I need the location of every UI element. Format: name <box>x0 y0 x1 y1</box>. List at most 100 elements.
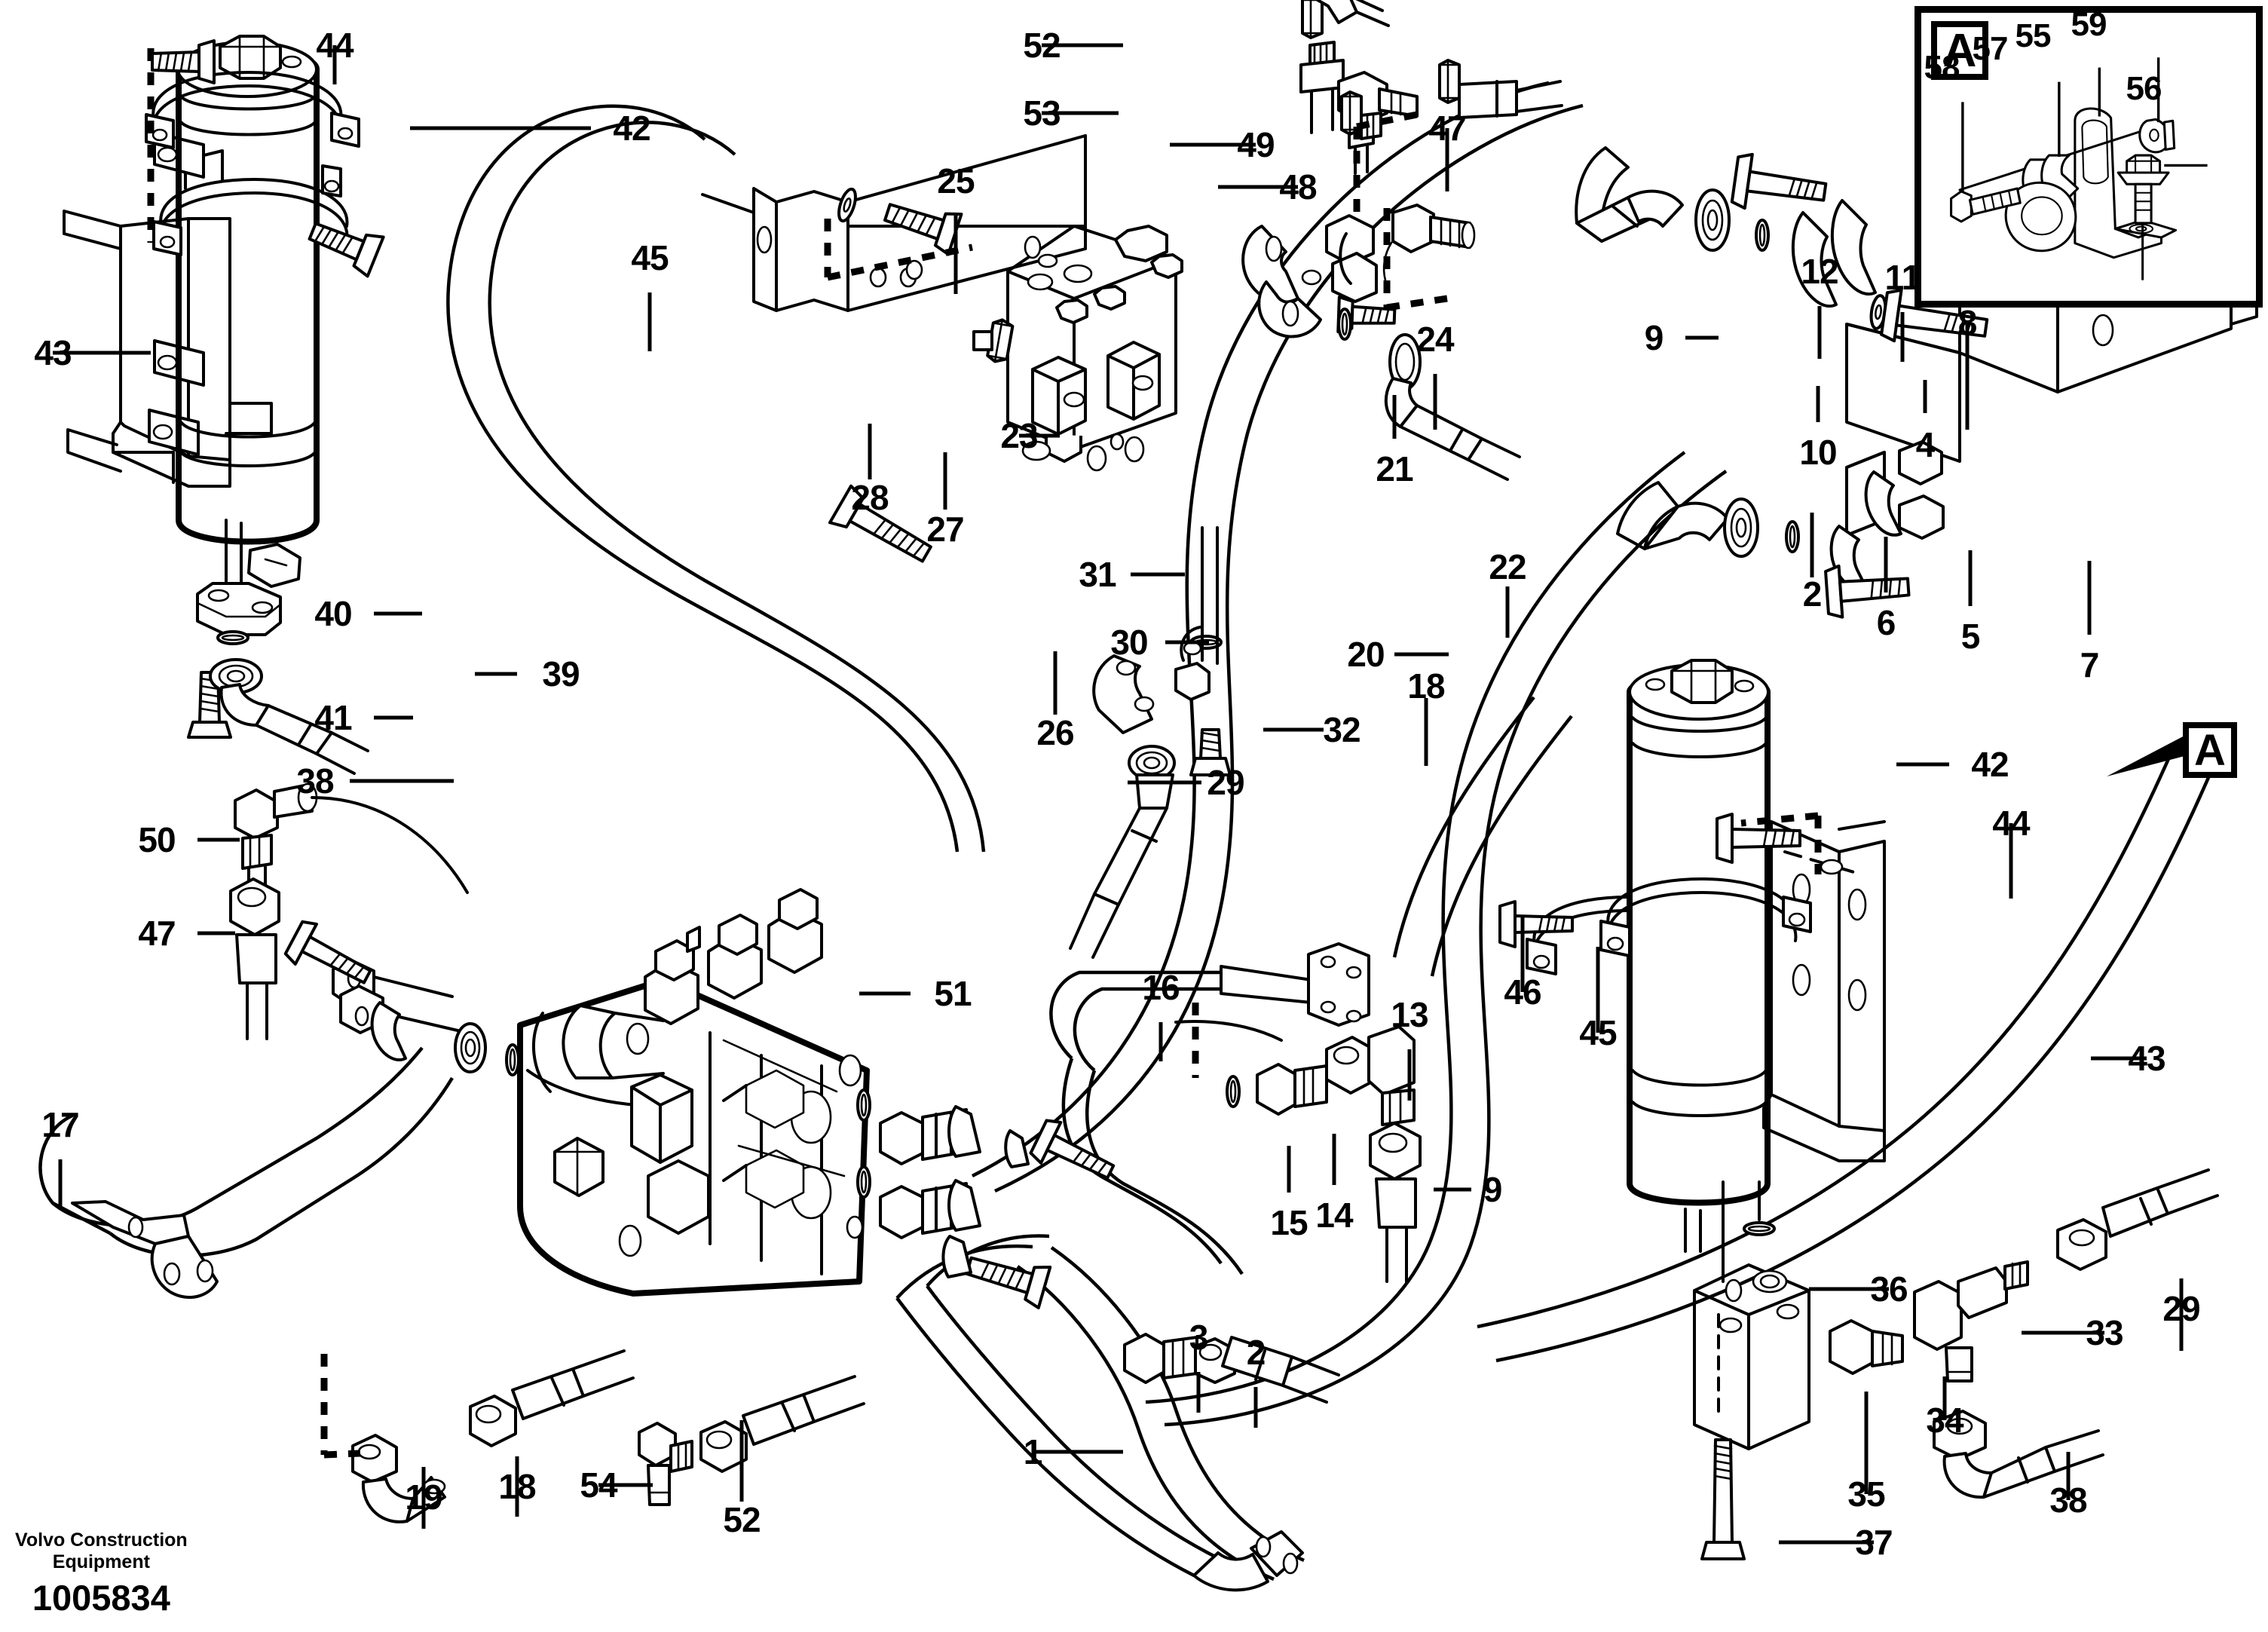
brand-line-1: Volvo Construction <box>15 1529 188 1551</box>
detail-a-callout-number-57: 57 <box>1972 30 2009 67</box>
callout-number-29: 29 <box>2162 1289 2200 1328</box>
callout-number-44: 44 <box>316 26 354 65</box>
callout-number-5: 5 <box>1960 617 1981 656</box>
callout-number-13: 13 <box>1391 995 1428 1034</box>
callout-number-49: 49 <box>1237 125 1275 164</box>
detail-a-callout-number-56: 56 <box>2126 70 2162 107</box>
manifold-35-assembly <box>1693 1168 2219 1560</box>
callout-number-33: 33 <box>2086 1313 2123 1352</box>
callout-number-43: 43 <box>2128 1039 2165 1078</box>
flange-assembly-lower-right <box>1616 440 1945 619</box>
callout-number-15: 15 <box>1270 1203 1308 1242</box>
callout-number-25: 25 <box>937 161 975 201</box>
callout-number-41: 41 <box>314 698 352 737</box>
valve-right-ports <box>856 1089 1052 1309</box>
suction-pipe-17 <box>38 920 520 1300</box>
detail-a-arrow <box>2107 735 2187 776</box>
callout-number-21: 21 <box>1376 449 1413 488</box>
callout-number-2: 2 <box>1802 574 1823 614</box>
callout-number-52: 52 <box>1023 26 1061 65</box>
callout-number-35: 35 <box>1847 1474 1885 1514</box>
callout-number-34: 34 <box>1926 1401 1963 1440</box>
detail-a-callout-number-59: 59 <box>2071 6 2107 43</box>
callout-number-16: 16 <box>1142 968 1180 1007</box>
callout-number-12: 12 <box>1801 252 1838 291</box>
fittings-50-47 <box>229 782 469 1040</box>
elbow-38-left <box>209 658 369 775</box>
flange-assembly-upper-right <box>1575 146 1989 343</box>
callout-number-45: 45 <box>1579 1013 1617 1052</box>
accumulator-assembly-right <box>1498 659 1886 1253</box>
leader-lines <box>53 43 2184 1545</box>
sheet-footer: Volvo Construction Equipment 1005834 <box>15 1529 188 1618</box>
clamp-21-22-20 <box>1241 214 1521 481</box>
callout-number-20: 20 <box>1347 635 1385 674</box>
callout-number-2: 2 <box>1246 1333 1266 1372</box>
hose-routing-curves <box>446 81 2214 1581</box>
callout-number-24: 24 <box>1416 320 1454 359</box>
callout-number-45: 45 <box>631 238 669 277</box>
callout-number-6: 6 <box>1876 603 1896 642</box>
callout-number-36: 36 <box>1870 1269 1908 1309</box>
detail-tag-a-pointer: A <box>2183 722 2237 778</box>
callout-number-23: 23 <box>1000 416 1038 455</box>
callout-number-37: 37 <box>1855 1523 1893 1562</box>
callout-number-31: 31 <box>1079 555 1116 594</box>
callout-number-22: 22 <box>1489 547 1526 586</box>
callout-number-44: 44 <box>1992 804 2030 843</box>
callout-number-39: 39 <box>542 654 580 694</box>
brand-line-2: Equipment <box>52 1551 150 1572</box>
callout-number-42: 42 <box>1971 745 2009 784</box>
detail-a-callout-number-58: 58 <box>1924 49 1960 86</box>
detail-tag-a-pointer-label: A <box>2194 725 2226 775</box>
fittings-under-valve <box>320 1349 865 1523</box>
callout-number-26: 26 <box>1036 713 1074 752</box>
bolt-44-left <box>147 39 216 243</box>
callout-number-11: 11 <box>1884 258 1921 297</box>
lower-fittings-left <box>187 543 369 775</box>
callout-number-30: 30 <box>1110 623 1148 662</box>
callout-number-18: 18 <box>498 1467 536 1506</box>
detail-a-callout-number-55: 55 <box>2015 17 2052 54</box>
callout-number-9: 9 <box>1644 318 1664 357</box>
valve-block-23 <box>972 225 1183 472</box>
accumulator-42-left <box>176 35 320 597</box>
callout-number-52: 52 <box>723 1500 761 1539</box>
fittings-above-valve <box>1299 0 1419 175</box>
detail-view-a-artwork: .d {fill:none;stroke:#000;stroke-width:3… <box>1950 57 2208 280</box>
callout-number-51: 51 <box>934 974 972 1013</box>
tube-16-assembly <box>1004 942 1422 1283</box>
nozzle-29 <box>1069 745 1176 959</box>
callout-number-43: 43 <box>34 333 72 372</box>
detail-tag-a-inset-label: A <box>1942 24 1977 77</box>
callout-number-38: 38 <box>2049 1480 2087 1520</box>
callout-number-17: 17 <box>41 1105 79 1144</box>
callout-number-50: 50 <box>138 820 176 859</box>
callout-number-19: 19 <box>405 1477 442 1517</box>
callout-number-42: 42 <box>613 109 650 148</box>
callout-number-40: 40 <box>314 594 352 633</box>
coupling-47 <box>1353 59 1563 241</box>
callout-number-8: 8 <box>1957 303 1978 342</box>
callout-number-14: 14 <box>1315 1196 1353 1235</box>
callout-number-1: 1 <box>1023 1432 1043 1471</box>
callout-number-27: 27 <box>926 510 964 549</box>
fasteners-center <box>824 185 1232 959</box>
detail-tag-a-inset: A <box>1931 21 1988 80</box>
callout-number-28: 28 <box>851 478 889 517</box>
callout-number-46: 46 <box>1504 972 1541 1012</box>
callout-number-10: 10 <box>1799 433 1837 472</box>
callout-number-54: 54 <box>580 1465 617 1505</box>
bracket-25 <box>701 134 1087 312</box>
plug-24 <box>1382 204 1476 311</box>
callout-number-4: 4 <box>1915 425 1936 464</box>
fittings-3-2 <box>1123 1333 1340 1404</box>
callout-number-47: 47 <box>1428 109 1466 148</box>
callout-number-47: 47 <box>138 914 176 953</box>
callout-number-29: 29 <box>1207 763 1244 802</box>
callout-number-48: 48 <box>1279 167 1317 207</box>
callout-number-9: 9 <box>1483 1170 1503 1209</box>
callout-number-3: 3 <box>1189 1318 1209 1357</box>
